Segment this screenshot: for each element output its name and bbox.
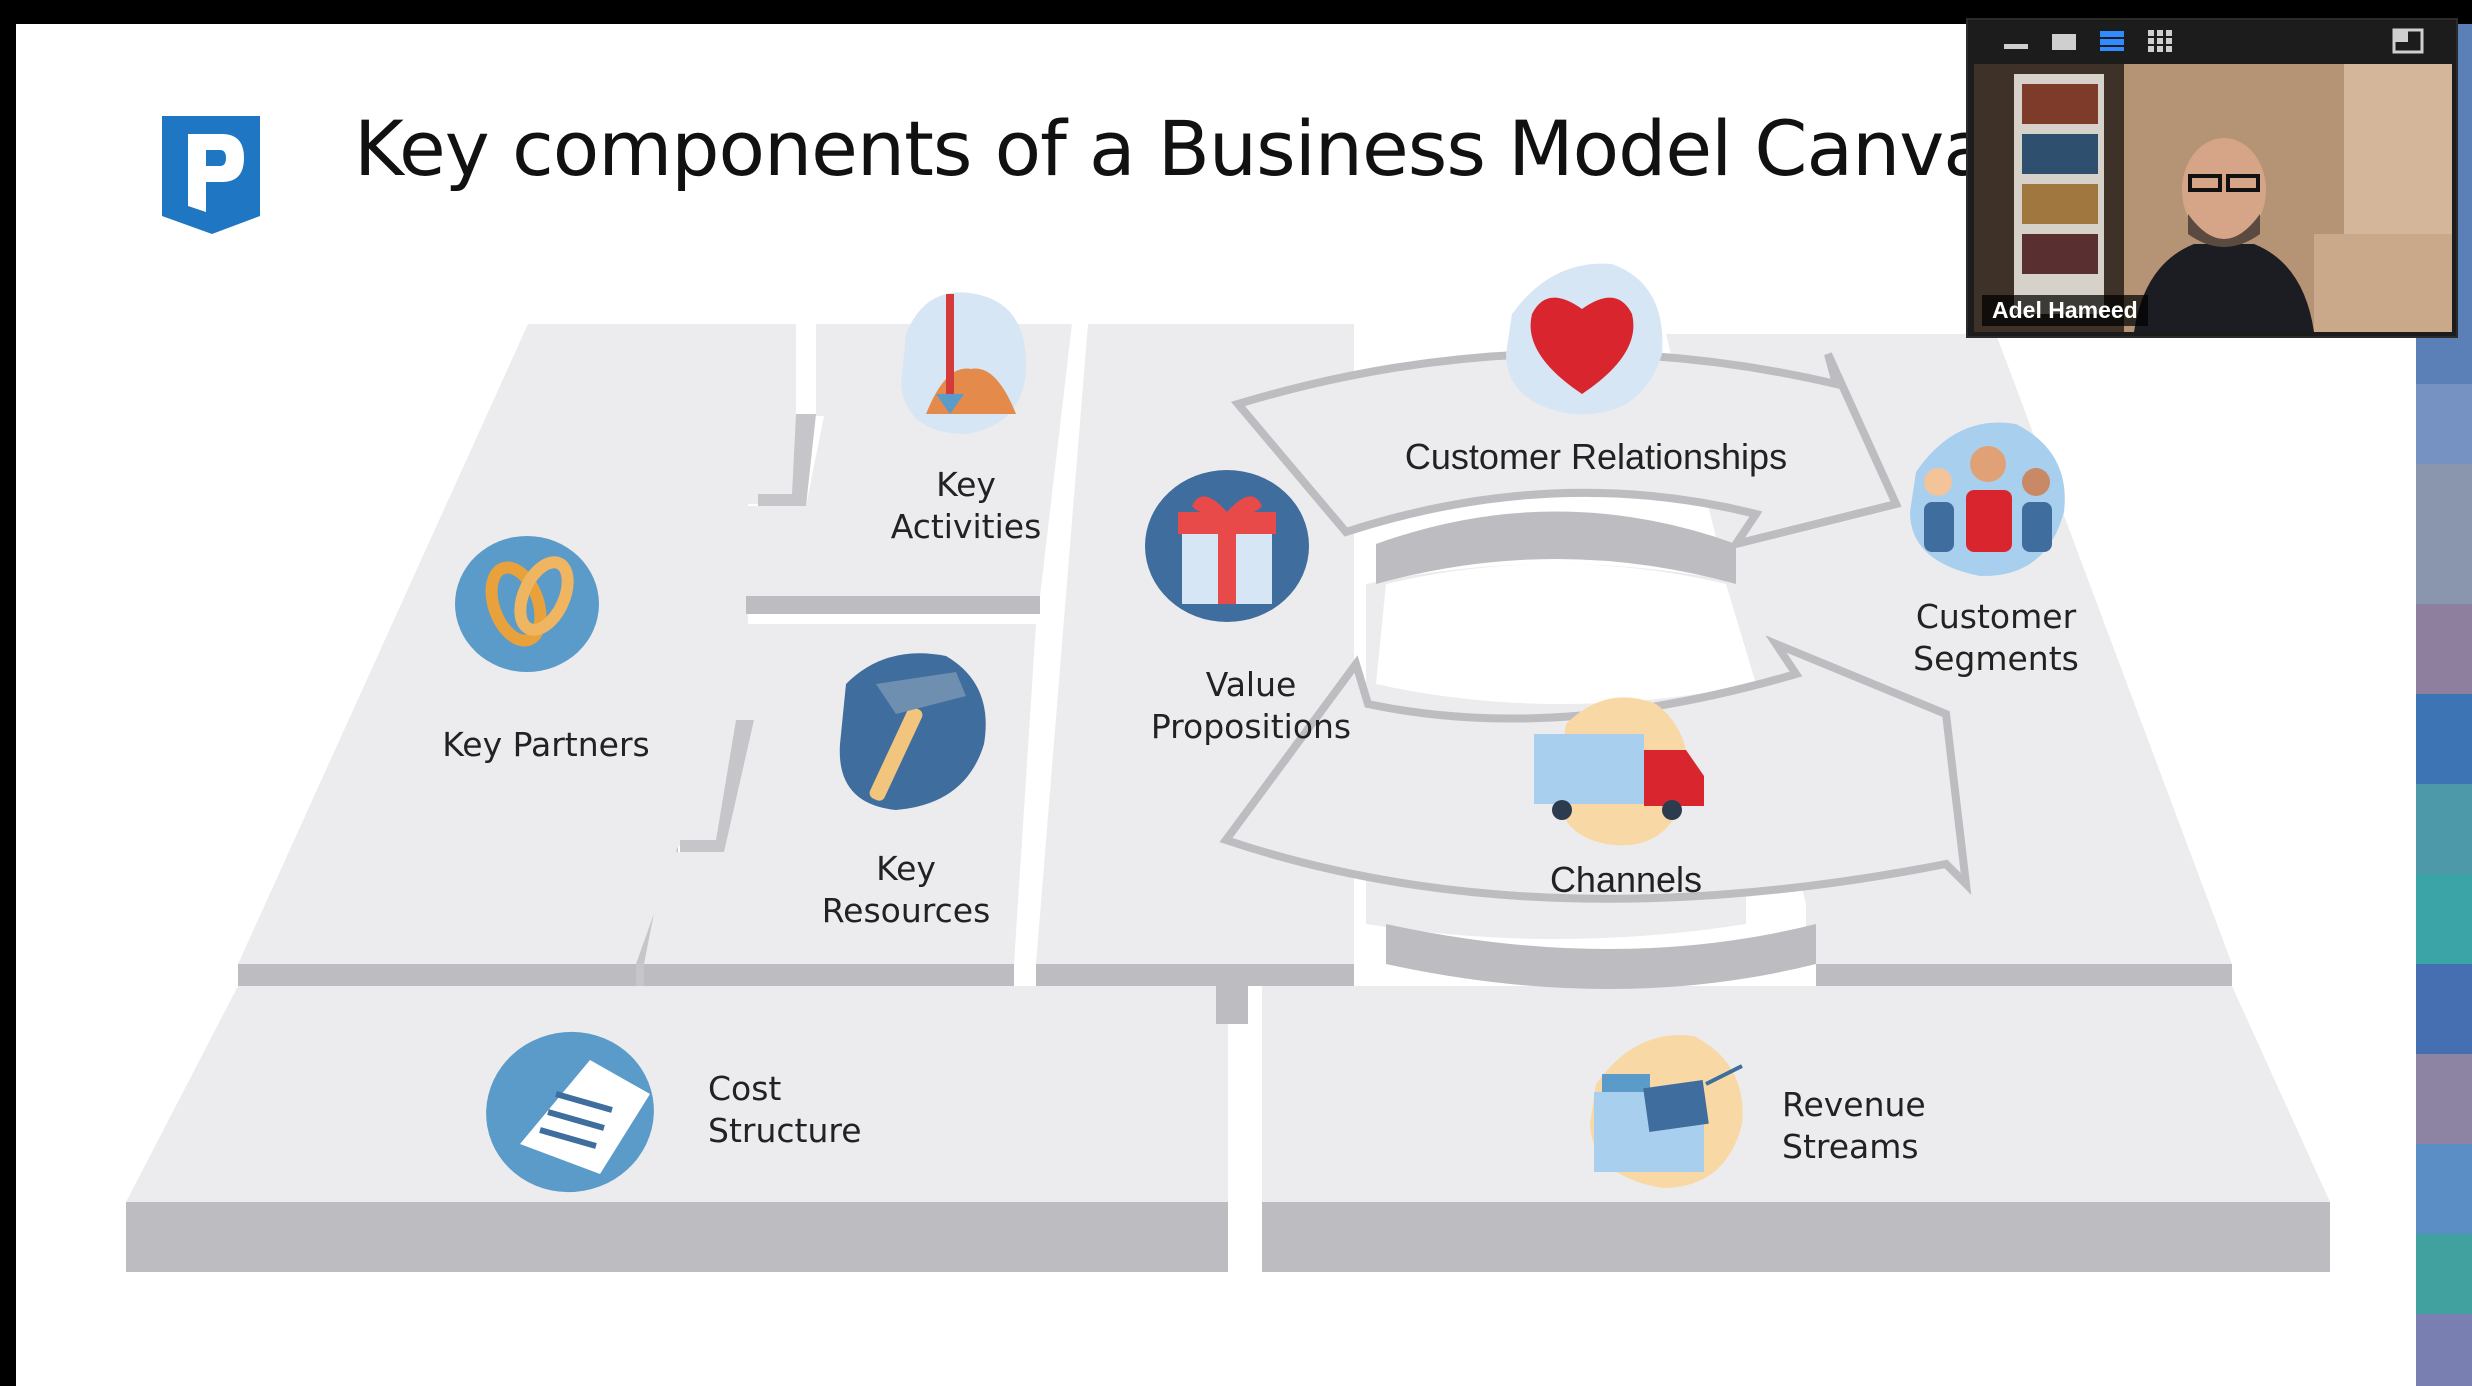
ring-inner-hole	[1376, 564, 1756, 704]
customer-relationships-label: Customer Relationships	[1404, 436, 1788, 477]
desktop-edge-block	[2416, 1144, 2472, 1234]
cash-register-icon	[1590, 1035, 1743, 1188]
hammer-icon	[839, 653, 986, 810]
revenue-streams-label: Revenue Streams	[1782, 1085, 1926, 1166]
channels-label: Channels	[1549, 859, 1703, 900]
participant-name-tag: Adel Hameed	[1982, 295, 2148, 326]
ring-inner-shadow	[1376, 511, 1736, 584]
shovel-sand-icon	[901, 292, 1026, 434]
video-panel[interactable]: Adel Hameed	[1966, 18, 2458, 338]
desktop-edge-block	[2416, 874, 2472, 964]
value-propositions-label: Value Propositions	[1150, 665, 1352, 746]
key-partners-label: Key Partners	[442, 725, 650, 764]
desktop-edge-block	[2416, 384, 2472, 464]
minimize-icon[interactable]	[2000, 28, 2032, 54]
customer-segments-slab-side	[1816, 964, 2232, 986]
participant-scene	[1974, 64, 2452, 332]
desktop-edge-block	[2416, 1314, 2472, 1386]
key-resources-label: Key Resources	[821, 849, 991, 930]
revenue-streams-slab-top	[1262, 986, 2330, 1202]
receipt-icon	[486, 1031, 654, 1193]
gift-box-icon	[1145, 470, 1309, 622]
key-resources-slab-side	[644, 964, 1014, 986]
heart-icon	[1506, 263, 1663, 415]
desktop-edge-block	[2416, 604, 2472, 694]
cost-structure-slab-side	[126, 1202, 1228, 1272]
desktop-edge-block	[2416, 694, 2472, 784]
participant-video: Adel Hameed	[1974, 64, 2452, 332]
speaker-view-icon[interactable]	[2096, 28, 2128, 54]
desktop-edge-block	[2416, 1234, 2472, 1314]
cost-structure-label: Cost Structure	[708, 1069, 862, 1150]
revenue-streams-slab-side	[1262, 1202, 2330, 1272]
customer-segments-label: Customer Segments	[1913, 597, 2079, 678]
key-partners-slab-side	[238, 964, 636, 986]
p-logo-icon	[162, 116, 260, 234]
video-toolbar	[1968, 20, 2456, 62]
key-activities-label: Key Activities	[890, 465, 1042, 546]
participant-figure	[2134, 138, 2314, 332]
gallery-view-icon[interactable]	[2144, 28, 2176, 54]
single-view-icon[interactable]	[2048, 28, 2080, 54]
cost-structure-slab-top	[126, 986, 1228, 1202]
canvas-diagram	[126, 324, 2330, 1272]
key-activities-slab-side	[746, 596, 1040, 614]
people-group-icon	[1910, 422, 2065, 577]
desktop-edge-block	[2416, 964, 2472, 1054]
value-propositions-slab-side	[1036, 964, 1354, 986]
interlocked-rings-icon	[455, 536, 599, 672]
desktop-edge-block	[2416, 464, 2472, 604]
desktop-edge-block	[2416, 784, 2472, 874]
desktop-edge-block	[2416, 1054, 2472, 1144]
customer-relationships-arrow	[1231, 349, 1902, 551]
pop-out-icon[interactable]	[2392, 28, 2424, 54]
slide-title: Key components of a Business Model Canva…	[354, 104, 2028, 193]
delivery-truck-icon	[1534, 697, 1704, 846]
bookshelf	[2014, 74, 2104, 314]
